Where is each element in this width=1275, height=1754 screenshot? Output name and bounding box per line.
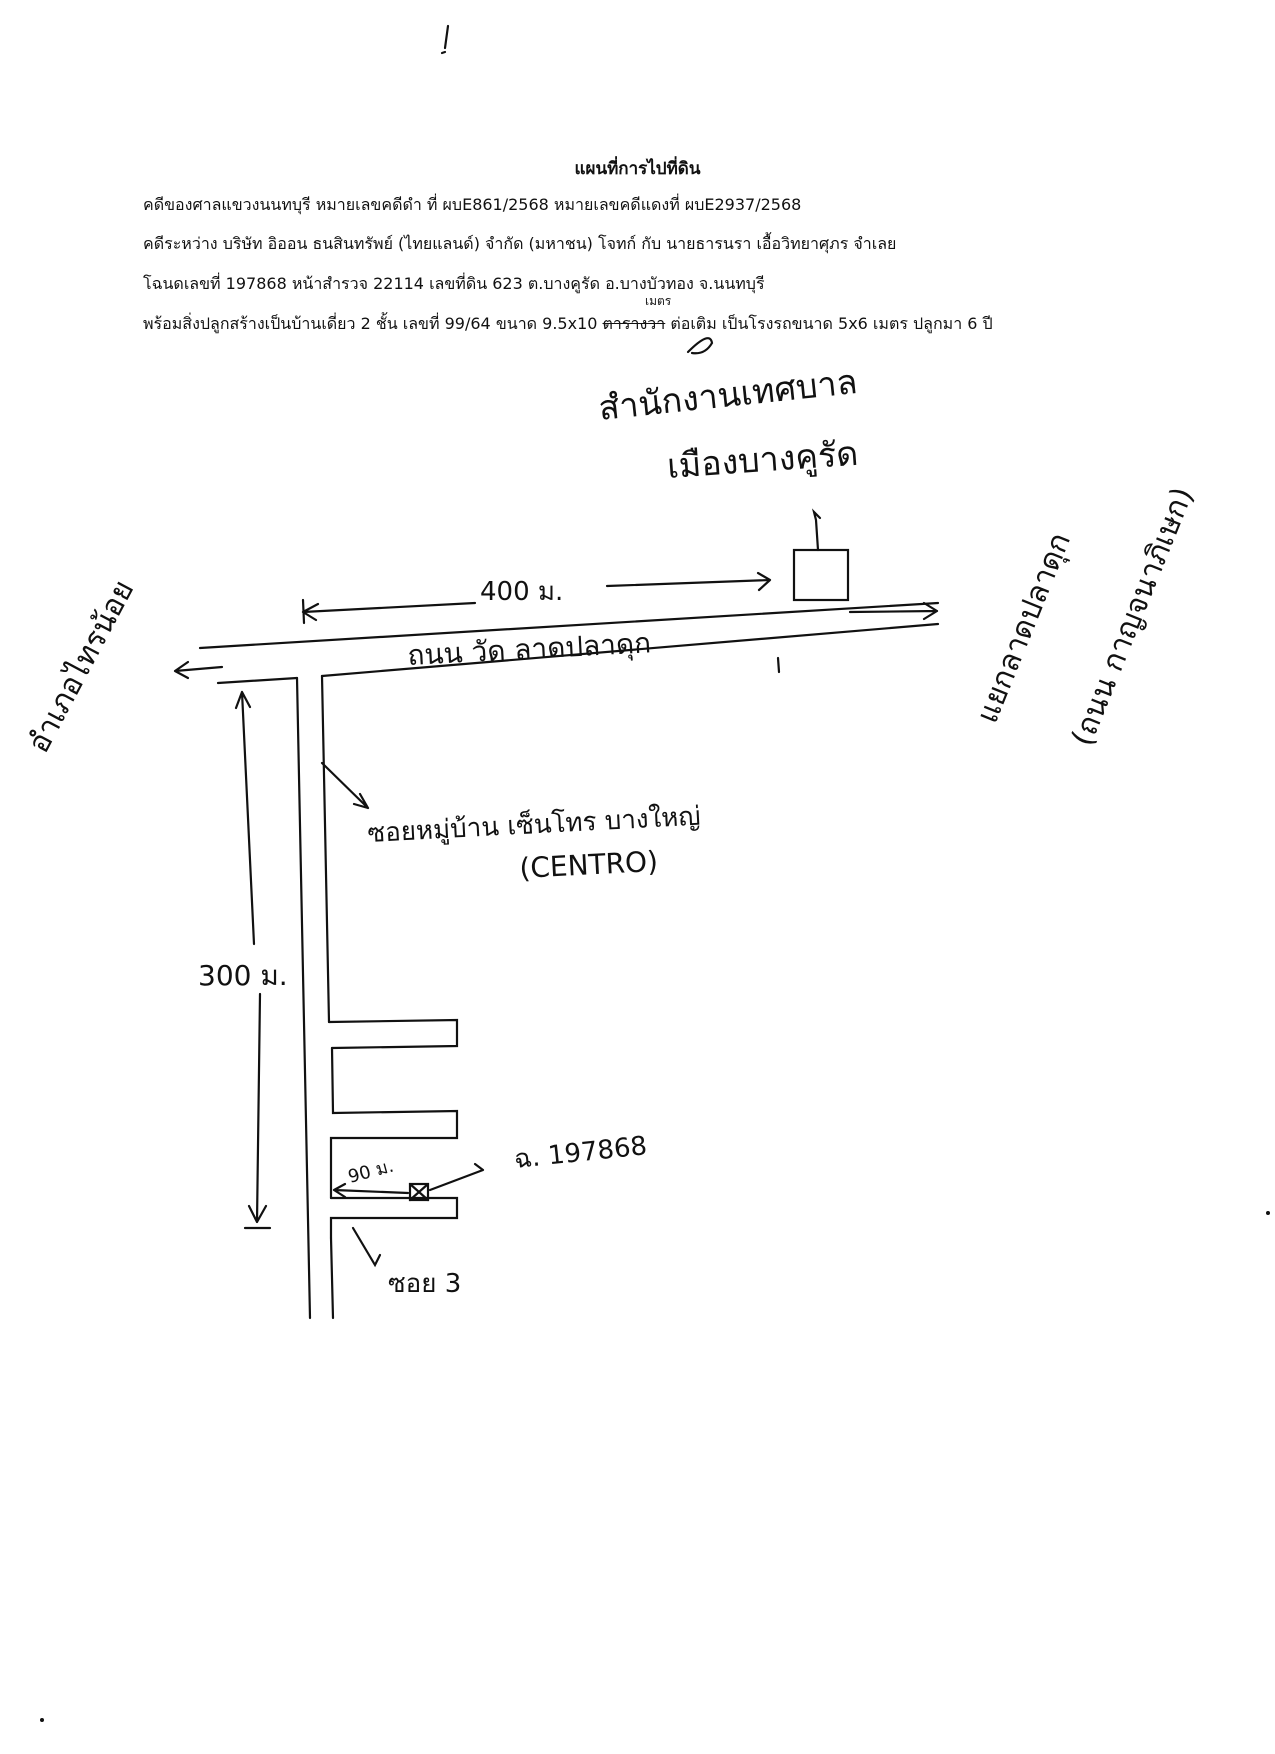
soi-left-edge [295,676,312,1320]
branch-3 [329,1196,459,1240]
parties-line: คดีระหว่าง บริษัท อิออน ธนสินทรัพย์ (ไทย… [143,234,897,253]
tick-mark [776,656,781,674]
main-road-top-edge [198,601,940,650]
main-road-bottom-edge [320,622,940,678]
soi-label-2: (CENTRO) [519,845,659,885]
distance-top-label: 400 ม. [480,577,563,607]
building-line: พร้อมสิ่งปลูกสร้างเป็นบ้านเดี่ยว 2 ชั้น … [143,312,993,337]
parcel-marker [408,1182,430,1202]
office-label-1: สำนักงานเทศบาล [597,362,859,429]
right-direction-label-2: (ถนน กาญจนาภิเษก) [1065,482,1201,751]
soi-label-1: ซอยหมู่บ้าน เซ็นโทร บางใหญ่ [367,800,702,849]
distance-side-label: 300 ม. [198,959,288,992]
soi3-label: ซอย 3 [388,1269,461,1299]
small-distance-arrow [332,1182,410,1199]
parcel-label: ฉ. 197868 [513,1131,649,1175]
soi3-leader [351,1226,382,1268]
left-road-arrow [173,660,224,680]
main-road-bottom-left-edge [216,676,299,685]
distance-side-arrow-bottom [243,992,272,1230]
branch-2 [329,1046,459,1200]
scan-mark [440,24,450,55]
building-text-2: ต่อเติม เป็นโรงรถขนาด 5x6 เมตร ปลูกมา 6 … [665,314,993,333]
left-direction-label: อำเภอไทรน้อย [20,574,141,759]
right-direction-label-1: แยกลาดปลาดุก [970,528,1079,729]
strike-initial [686,337,714,355]
distance-top-arrow-left [301,598,477,625]
deed-line: โฉนดเลขที่ 197868 หน้าสำรวจ 22114 เลขที่… [143,274,765,293]
parcel-marker-cross [408,1182,430,1202]
building-text-1: พร้อมสิ่งปลูกสร้างเป็นบ้านเดี่ยว 2 ชั้น … [143,314,603,333]
distance-small-label: 90 ม. [346,1156,396,1188]
soi-right-edge [320,674,331,1024]
scan-speck [1266,1211,1270,1215]
soi-right-edge-lower [329,1236,335,1320]
centro-leader [320,761,370,810]
page-title: แผนที่การไปที่ดิน [574,159,701,179]
office-flag [811,508,822,552]
distance-top-arrow-right [605,571,772,592]
office-label-2: เมืองบางคูรัด [666,434,860,487]
office-building [792,548,850,602]
right-road-arrow [848,601,939,621]
scan-speck [40,1718,44,1722]
parcel-leader [428,1162,485,1192]
handwritten-correction: เมตร [645,294,672,308]
distance-side-arrow-top [234,690,256,946]
branch-1 [327,1018,459,1050]
struck-unit-text: ตารางวา [602,314,666,333]
case-number-line: คดีของศาลแขวงนนทบุรี หมายเลขคดีดำ ที่ ผบ… [143,195,802,214]
